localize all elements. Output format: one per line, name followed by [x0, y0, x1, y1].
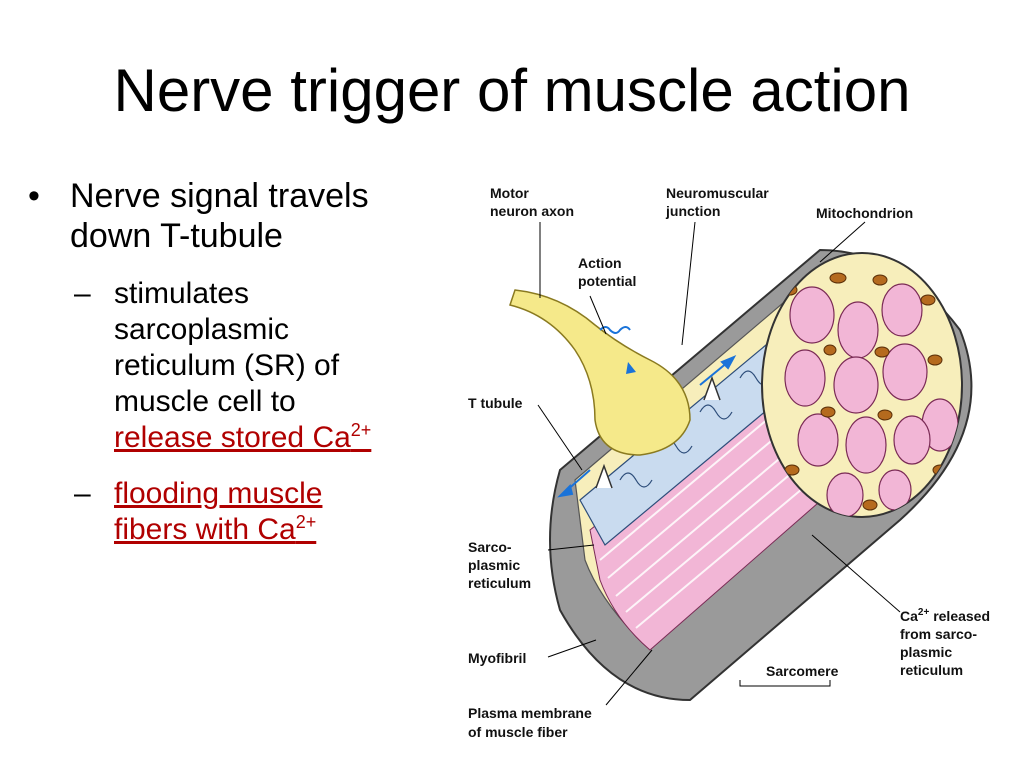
svg-text:T tubule: T tubule [468, 395, 523, 411]
sarcomere-bracket [739, 680, 831, 687]
svg-text:Neuromuscular: Neuromuscular [666, 185, 769, 201]
muscle-fiber-diagram: Motor neuron axon Neuromuscular junction… [468, 185, 990, 740]
svg-text:plasmic: plasmic [468, 557, 520, 573]
myofibril-cross-sections [784, 283, 959, 517]
motor-neuron-axon [509, 289, 691, 456]
svg-text:Ca2+ released: Ca2+ released [900, 607, 990, 624]
end-face-contents [782, 272, 959, 517]
t-tubule-groove [703, 375, 721, 401]
svg-text:of muscle fiber: of muscle fiber [468, 724, 568, 740]
svg-text:plasmic: plasmic [900, 644, 952, 660]
svg-text:reticulum: reticulum [900, 662, 963, 678]
bullet-nerve-signal: • Nerve signal travels down T-tubule [28, 176, 458, 256]
bullet-text: Nerve signal travels down T-tubule [70, 177, 369, 255]
svg-text:Motor: Motor [490, 185, 529, 201]
bullet-mark: • [28, 177, 40, 215]
action-potential-arrow [599, 326, 631, 334]
bullet-list: • Nerve signal travels down T-tubule – s… [28, 176, 458, 548]
release-stored-ca-link[interactable]: release stored Ca2+ [114, 420, 372, 454]
svg-text:Mitochondrion: Mitochondrion [816, 205, 913, 221]
t-tubule-groove [595, 463, 613, 489]
svg-text:Action: Action [578, 255, 622, 271]
slide-title: Nerve trigger of muscle action [113, 57, 911, 124]
flooding-muscle-link[interactable]: flooding muscle fibers with Ca2+ [114, 477, 323, 546]
svg-text:Plasma membrane: Plasma membrane [468, 705, 592, 721]
mitochondria [782, 272, 948, 511]
action-potential-arrowhead [626, 362, 636, 374]
sub-bullet-text: stimulates sarcoplasmic reticulum (SR) o… [114, 277, 372, 454]
svg-text:reticulum: reticulum [468, 575, 531, 591]
sub-bullet-flooding: – flooding muscle fibers with Ca2+ [74, 476, 458, 548]
signal-arrows [557, 354, 737, 498]
leader-lines [537, 221, 901, 706]
diagram-labels: Motor neuron axon Neuromuscular junction… [468, 185, 990, 740]
svg-text:Sarco-: Sarco- [468, 539, 512, 555]
svg-text:neuron axon: neuron axon [490, 203, 574, 219]
dash-mark: – [74, 477, 91, 510]
svg-text:from sarco-: from sarco- [900, 626, 977, 642]
svg-text:Myofibril: Myofibril [468, 650, 526, 666]
dash-mark: – [74, 277, 91, 310]
sub-bullet-stimulates: – stimulates sarcoplasmic reticulum (SR)… [74, 276, 458, 456]
svg-text:Sarcomere: Sarcomere [766, 663, 839, 679]
svg-text:potential: potential [578, 273, 636, 289]
svg-text:junction: junction [665, 203, 720, 219]
